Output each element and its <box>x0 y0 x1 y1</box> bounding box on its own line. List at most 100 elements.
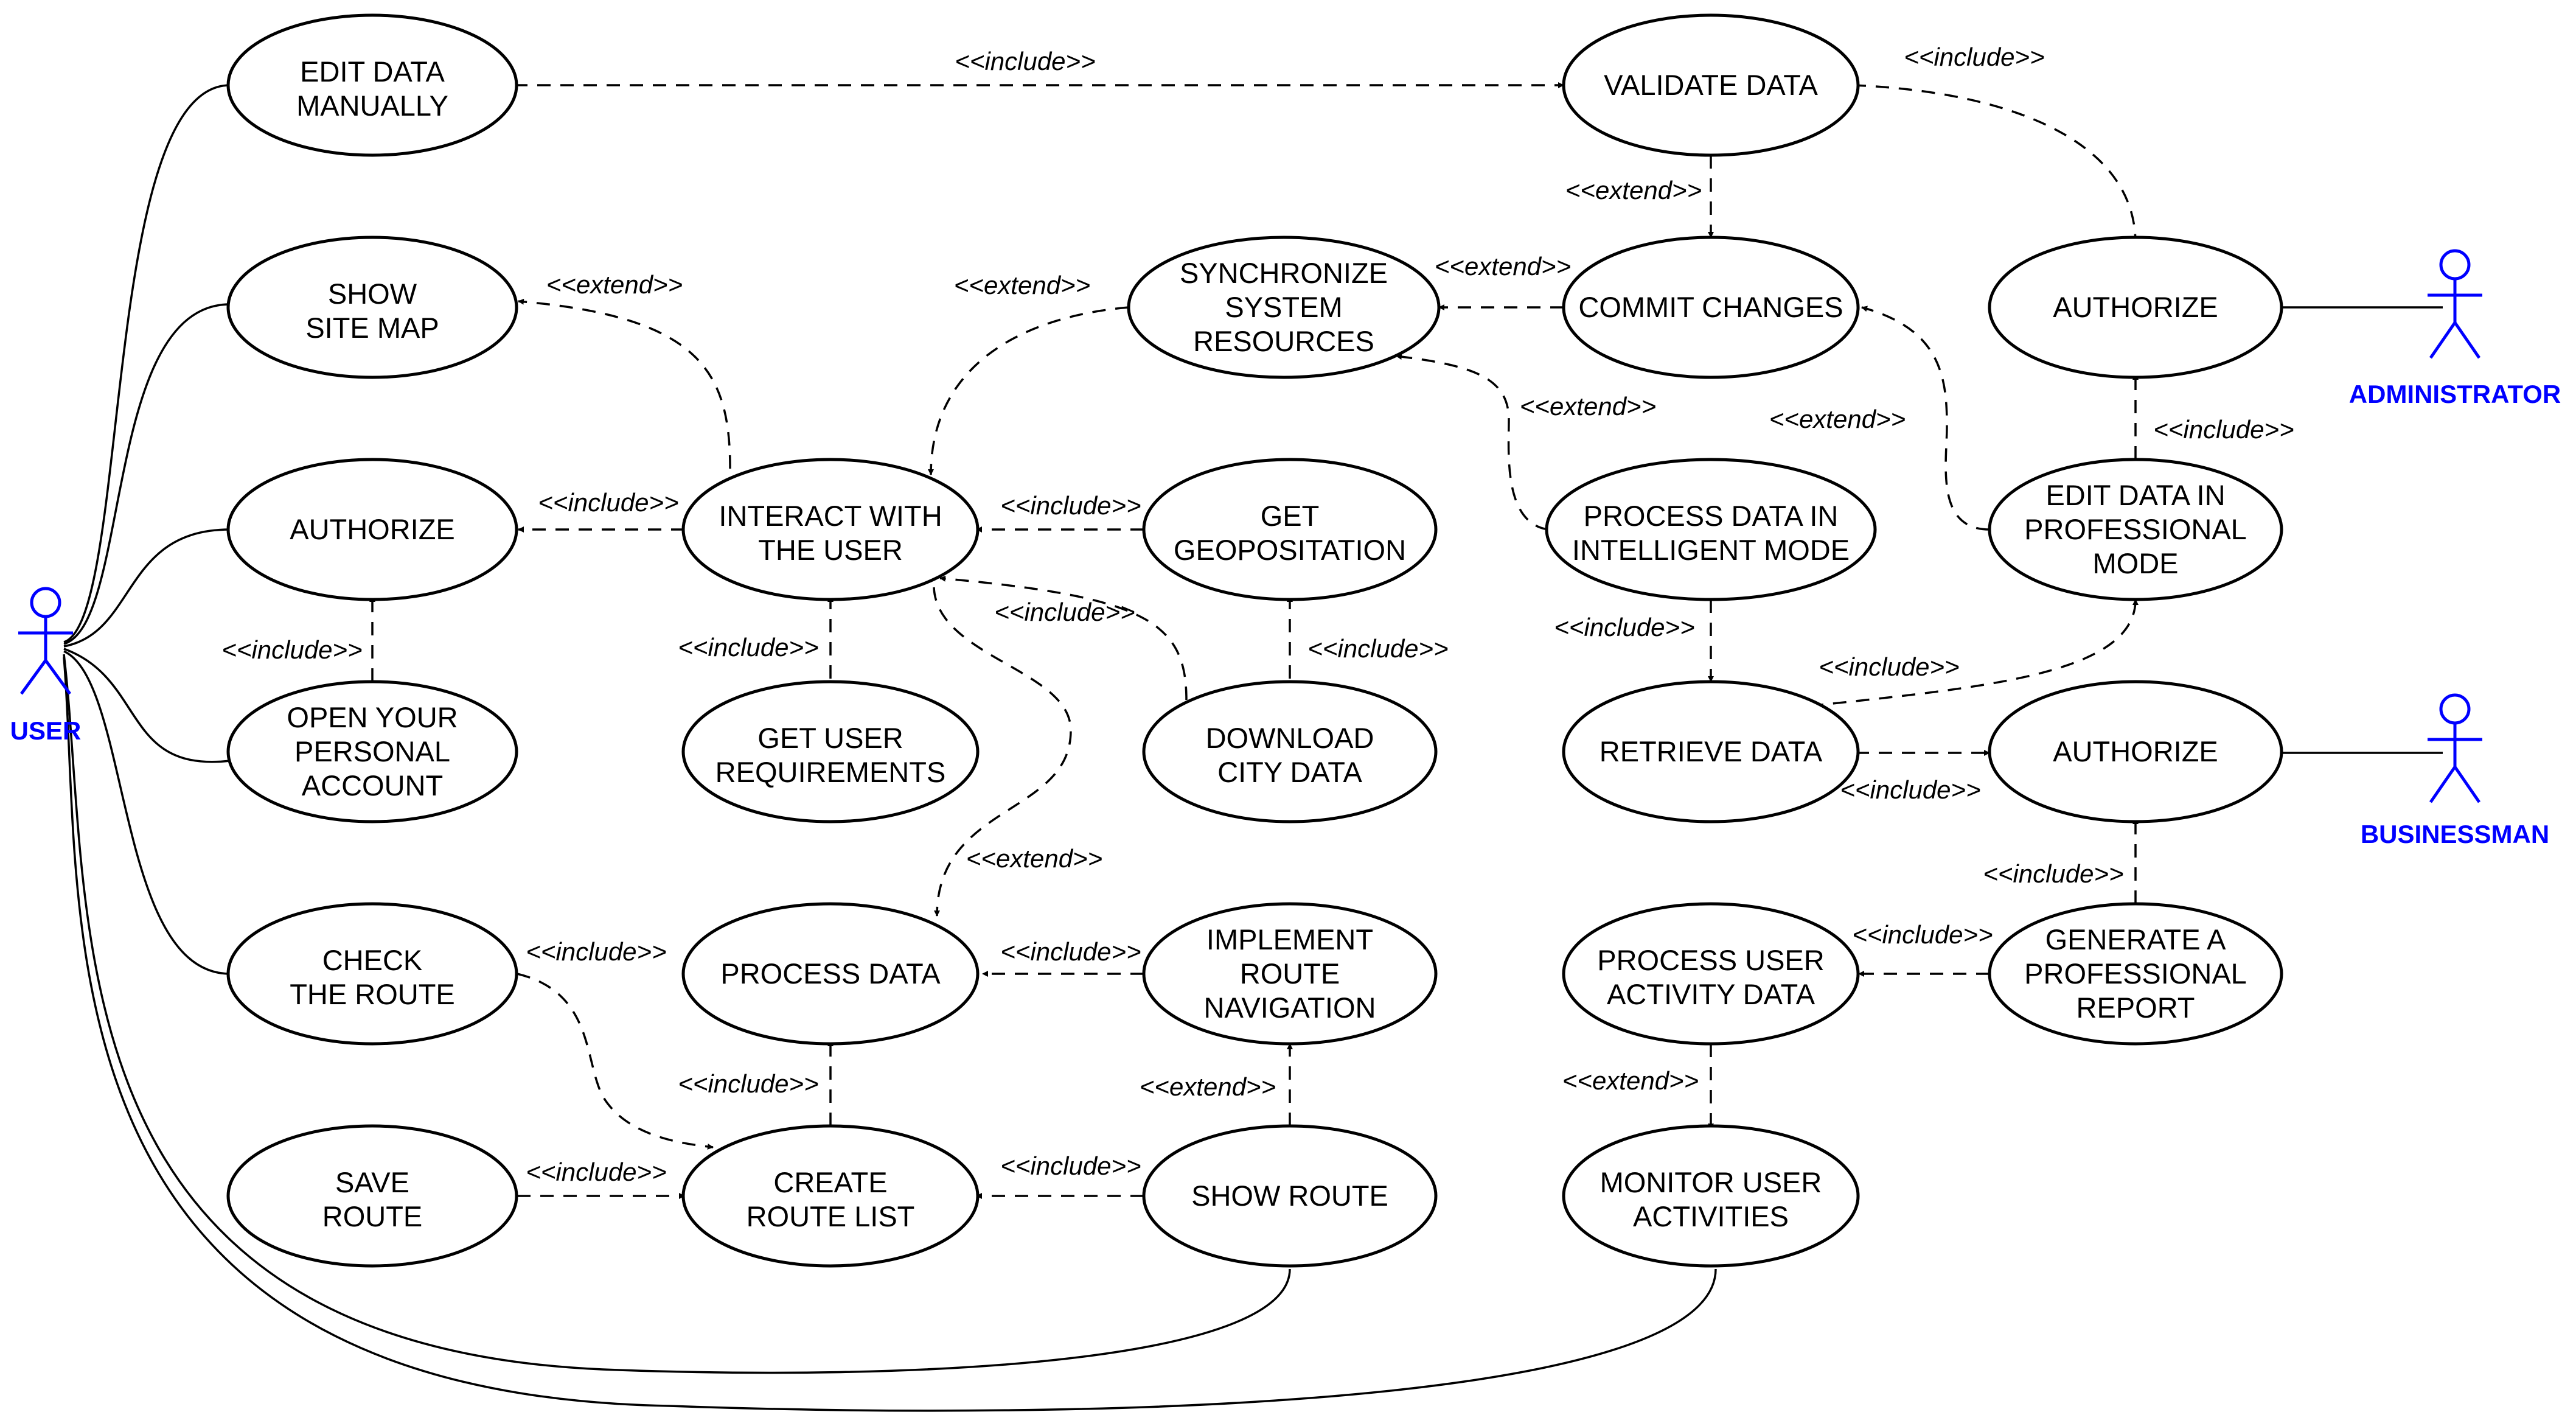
dependency-interact-user-show-site-map <box>518 298 731 469</box>
use-case-label-line: ROUTE <box>322 1200 423 1232</box>
businessman-stick-figure-icon <box>2428 693 2482 803</box>
association-user-edit-data-manually <box>63 84 231 643</box>
label-include-retrieve-authorize: <<include>> <box>1840 775 1980 804</box>
label-extend-synchronize-interact: <<extend>> <box>954 271 1090 299</box>
label-include-navigation-process: <<include>> <box>1000 937 1141 966</box>
use-case-label-line: AUTHORIZE <box>2053 291 2218 323</box>
label-include-save-routelist: <<include>> <box>526 1158 666 1186</box>
label-include-intelligent-retrieve: <<include>> <box>1554 613 1694 641</box>
actor-label-user: USER <box>10 716 82 745</box>
use-case-label-line: CREATE <box>773 1166 887 1198</box>
use-case-commit-changes[interactable]: COMMIT CHANGES <box>1562 236 1860 379</box>
use-case-label-line: MODE <box>2093 547 2179 579</box>
dependency-check-route-create-route-list <box>517 973 714 1150</box>
label-extend-show-navigation: <<extend>> <box>1140 1072 1276 1101</box>
use-case-retrieve-data[interactable]: RETRIEVE DATA <box>1562 680 1860 823</box>
use-case-label-line: MONITOR USER <box>1600 1166 1822 1198</box>
use-case-label-line: EDIT DATA IN <box>2045 479 2225 511</box>
use-case-label-line: SYSTEM <box>1225 291 1342 323</box>
use-case-validate-data[interactable]: VALIDATE DATA <box>1562 13 1860 157</box>
label-include-report-activity: <<include>> <box>1852 920 1993 949</box>
use-case-label-line: SITE MAP <box>305 312 439 344</box>
use-case-show-route[interactable]: SHOW ROUTE <box>1142 1124 1438 1268</box>
label-include-routelist-process: <<include>> <box>678 1069 818 1098</box>
actor-businessman[interactable]: BUSINESSMAN <box>2361 693 2549 848</box>
label-include-geoposition-interact: <<include>> <box>1000 491 1141 520</box>
dependency-validate-data-authorize-admin <box>1852 84 2139 244</box>
use-case-label-line: MANUALLY <box>296 89 448 122</box>
label-extend-interact-site-map: <<extend>> <box>546 270 683 299</box>
svg-text:AUTHORIZE: AUTHORIZE <box>290 513 455 545</box>
association-user-check-the-route <box>63 650 231 975</box>
association-user-open-account <box>63 648 231 763</box>
use-case-label-line: PROFESSIONAL <box>2024 957 2247 990</box>
use-case-label-line: GET USER <box>757 722 903 754</box>
label-include-professional-authorize: <<include>> <box>2153 415 2294 444</box>
use-case-label-line: GEOPOSITATION <box>1174 534 1406 566</box>
use-case-label-line: ACCOUNT <box>302 769 443 802</box>
use-case-label-line: SHOW ROUTE <box>1191 1180 1388 1212</box>
use-case-label-line: THE USER <box>758 534 903 566</box>
use-case-label-line: COMMIT CHANGES <box>1578 291 1843 323</box>
actor-administrator[interactable]: ADMINISTRATOR <box>2349 249 2561 408</box>
association-user-monitor-user-activities <box>63 657 1717 1412</box>
use-case-label-line: RESOURCES <box>1193 325 1374 357</box>
use-case-process-data[interactable]: PROCESS DATA <box>681 902 980 1046</box>
use-case-label-line: DOWNLOAD <box>1206 722 1374 754</box>
actor-label-administrator: ADMINISTRATOR <box>2349 380 2561 408</box>
use-case-label-line: GET <box>1261 500 1320 532</box>
use-case-authorize-businessman[interactable]: AUTHORIZE <box>1988 680 2283 823</box>
label-include-check-routelist: <<include>> <box>526 937 666 966</box>
use-case-label-line: REPORT <box>2076 991 2195 1024</box>
use-case-label-line: ACTIVITY DATA <box>1607 978 1815 1010</box>
label-include-account-authorize: <<include>> <box>221 635 362 664</box>
association-user-show-site-map <box>63 303 231 645</box>
use-case-authorize-user[interactable]: AUTHORIZE <box>226 458 518 601</box>
dependency-process-intelligent-synchronize <box>1396 354 1549 531</box>
svg-text:RETRIEVE DATA: RETRIEVE DATA <box>1600 735 1823 767</box>
actor-user[interactable]: USER <box>10 587 82 745</box>
use-case-label-line: INTELLIGENT MODE <box>1572 534 1850 566</box>
svg-text:AUTHORIZE: AUTHORIZE <box>2053 735 2218 767</box>
actor-associations <box>63 84 2443 1412</box>
use-case-label-line: PERSONAL <box>294 735 450 767</box>
use-case-authorize-administrator[interactable]: AUTHORIZE <box>1988 236 2283 379</box>
use-case-label-line: AUTHORIZE <box>290 513 455 545</box>
association-user-show-route <box>63 654 1291 1374</box>
dependency-retrieve-data-edit-professional <box>1809 599 2139 707</box>
use-case-label-line: ACTIVITIES <box>1633 1200 1789 1232</box>
use-case-label-line: ROUTE <box>1240 957 1340 990</box>
administrator-stick-figure-icon <box>2428 249 2482 359</box>
label-extend-validate-commit: <<extend>> <box>1565 176 1702 204</box>
use-case-label-line: EDIT DATA <box>300 55 445 88</box>
user-stick-figure-icon <box>18 587 73 695</box>
stereotype-labels: <<include>> <<include>> <<extend>> <<ext… <box>221 43 2294 1186</box>
label-include-download-geoposition: <<include>> <box>1307 634 1448 663</box>
use-case-label-line: INTERACT WITH <box>719 500 942 532</box>
svg-text:PROCESS DATA: PROCESS DATA <box>720 957 941 990</box>
